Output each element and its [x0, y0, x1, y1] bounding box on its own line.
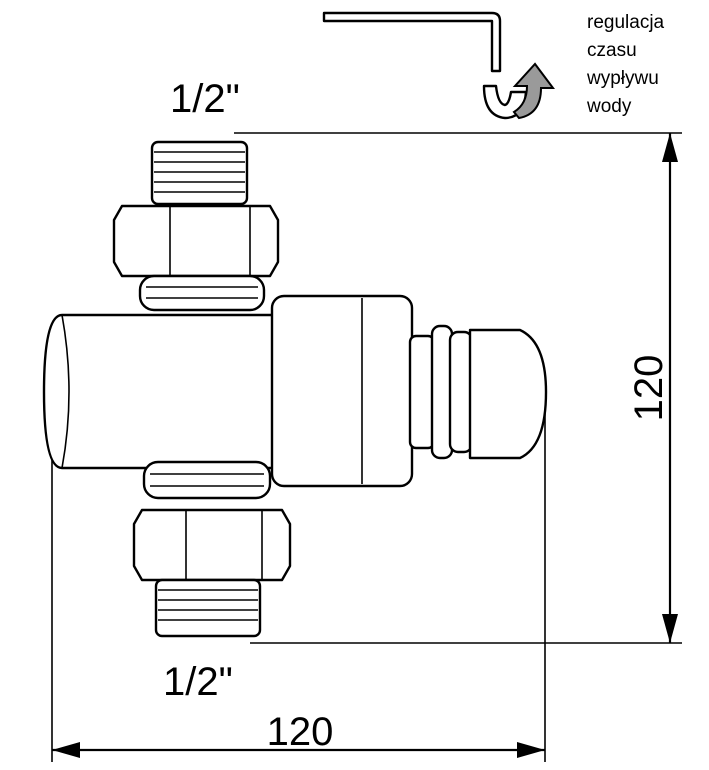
rotate-arrow-icon: [482, 62, 555, 120]
allen-key-icon: [322, 11, 502, 73]
note-line-4: wody: [586, 96, 632, 117]
bottom-thread-label: 1/2": [163, 660, 233, 704]
flow-time-note: regulacja czasu wypływu wody: [586, 12, 665, 117]
top-thread-label: 1/2": [170, 77, 240, 121]
height-dimension-label: 120: [627, 355, 671, 422]
valve-body: [42, 140, 548, 638]
note-line-3: wypływu: [586, 68, 659, 89]
width-dimension-label: 120: [267, 710, 334, 754]
note-line-1: regulacja: [587, 12, 665, 33]
note-line-2: czasu: [587, 40, 637, 61]
